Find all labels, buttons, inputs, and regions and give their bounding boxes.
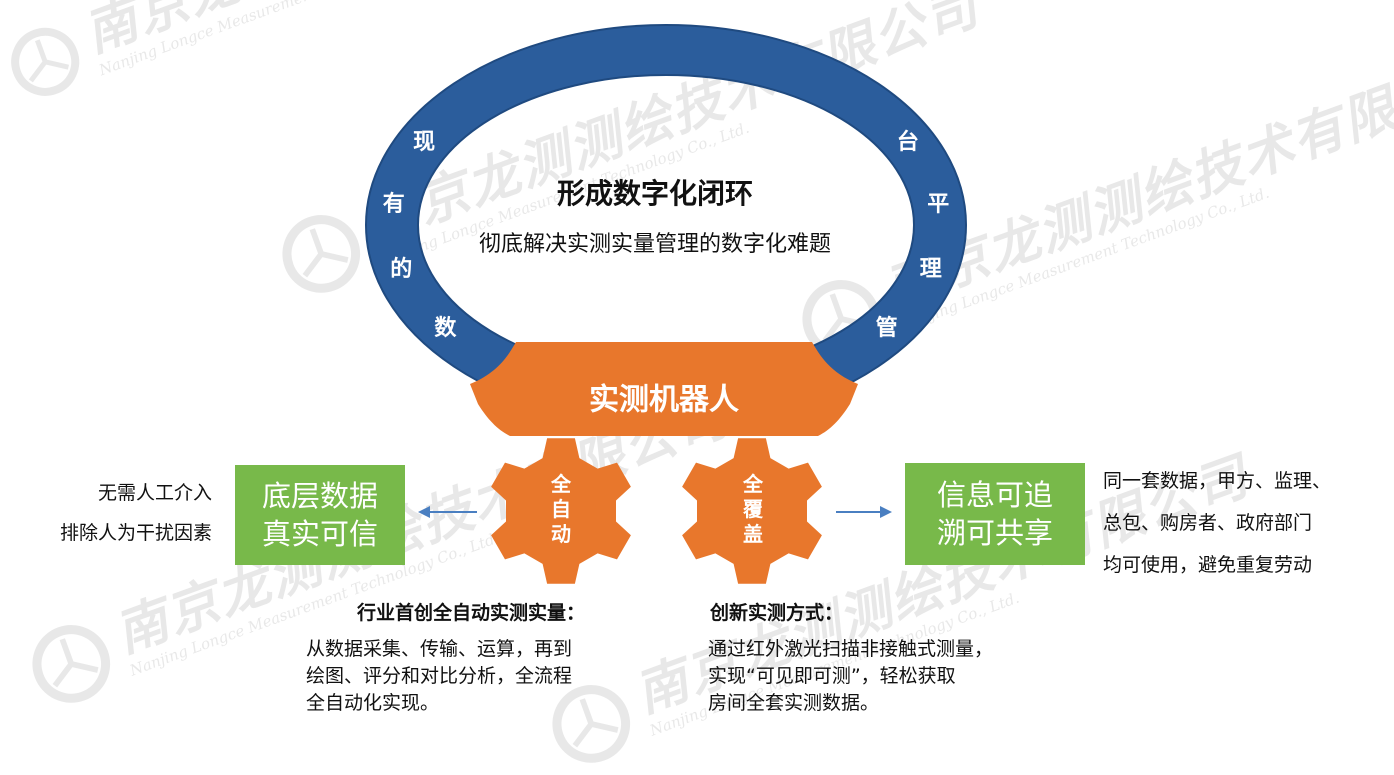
arrow-left-icon: [418, 506, 477, 518]
gear-left-char: 自: [551, 497, 571, 521]
gear-right-char: 全: [743, 472, 763, 496]
left-feature-box: 底层数据 真实可信: [235, 465, 405, 565]
ring-char: 管: [876, 315, 898, 341]
gear-right: [682, 438, 822, 584]
desc-left-line: 全自动化实现。: [306, 692, 440, 714]
right-side-line: 同一套数据，甲方、监理、: [1103, 470, 1332, 492]
right-box-line: 溯可共享: [936, 516, 1053, 550]
gear-right-label: 全 覆 盖: [738, 472, 768, 547]
right-side-text: 同一套数据，甲方、监理、 总包、购房者、政府部门 均可使用，避免重复劳动: [1103, 460, 1331, 586]
left-side-text: 无需人工介入 排除人为干扰因素: [60, 473, 212, 553]
ring-char: 平: [927, 192, 949, 217]
desc-right-line: 实现“可见即可测”，轻松获取: [708, 665, 956, 687]
right-feature-box: 信息可追 溯可共享: [905, 463, 1085, 565]
left-side-line: 排除人为干扰因素: [59, 522, 212, 544]
right-side-line: 总包、购房者、政府部门: [1103, 512, 1313, 534]
gear-right-char: 覆: [743, 497, 763, 521]
gear-left-char: 全: [551, 472, 571, 496]
gear-right-char: 盖: [743, 522, 763, 546]
desc-right-line: 通过红外激光扫描非接触式测量，: [708, 638, 994, 660]
ring-char: 有: [383, 191, 405, 217]
gear-left: [491, 438, 631, 584]
ring-char: 理: [920, 257, 942, 282]
robot-banner: [470, 342, 858, 436]
gear-left-label: 全 自 动: [546, 472, 576, 547]
center-title: 形成数字化闭环: [556, 177, 753, 210]
desc-right-title: 创新实测方式：: [710, 602, 844, 624]
right-side-line: 均可使用，避免重复劳动: [1103, 554, 1313, 576]
ring-char: 台: [897, 129, 919, 155]
gear-left-char: 动: [551, 522, 571, 546]
desc-right-body: 通过红外激光扫描非接触式测量， 实现“可见即可测”，轻松获取 房间全套实测数据。: [708, 636, 1053, 717]
desc-left-title: 行业首创全自动实测实量：: [357, 602, 586, 624]
right-box-line: 信息可追: [936, 478, 1053, 512]
desc-left-body: 从数据采集、传输、运算，再到 绘图、评分和对比分析，全流程 全自动化实现。: [306, 636, 641, 717]
left-box-line: 真实可信: [261, 517, 378, 551]
left-side-line: 无需人工介入: [97, 482, 212, 504]
center-subtitle: 彻底解决实测实量管理的数字化难题: [478, 232, 831, 257]
ring-char: 的: [390, 256, 412, 282]
ring-char: 现: [413, 130, 435, 155]
desc-left-line: 绘图、评分和对比分析，全流程: [306, 665, 573, 687]
robot-banner-label: 实测机器人: [589, 383, 739, 418]
ring-char: 数: [434, 315, 457, 341]
desc-right-line: 房间全套实测数据。: [708, 692, 880, 714]
desc-left-line: 从数据采集、传输、运算，再到: [306, 638, 573, 660]
left-box-line: 底层数据: [261, 479, 378, 513]
arrow-right-icon: [836, 506, 892, 518]
